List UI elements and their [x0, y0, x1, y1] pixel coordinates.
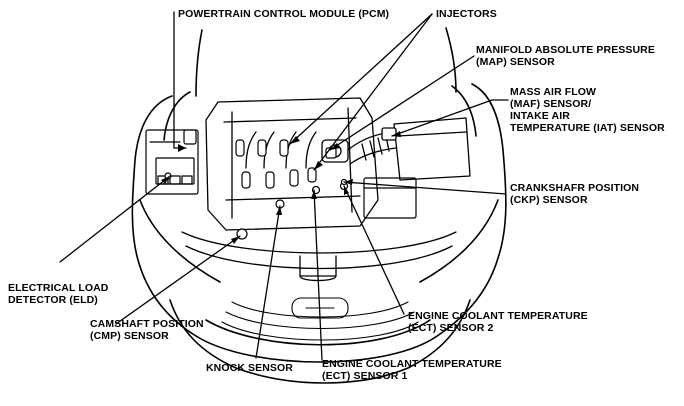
leader-maf — [391, 99, 509, 137]
leader-pcm — [173, 11, 187, 149]
label-knock-sensor: KNOCK SENSOR — [206, 362, 293, 374]
leader-cmp — [115, 235, 241, 325]
leader-map — [329, 55, 475, 151]
radiator-support — [181, 231, 457, 282]
leader-ckp — [343, 181, 507, 195]
engine-block — [205, 97, 379, 231]
leader-ect2 — [343, 185, 405, 315]
leader-injectors-2 — [313, 13, 433, 171]
label-ect2-sensor: ENGINE COOLANT TEMPERATURE (ECT) SENSOR … — [408, 310, 588, 334]
leader-arrows — [161, 131, 401, 244]
leader-knock — [255, 205, 281, 359]
leader-injectors-1 — [289, 13, 433, 145]
battery — [363, 177, 417, 219]
label-eld: ELECTRICAL LOAD DETECTOR (ELD) — [8, 282, 109, 306]
arrow-ect1 — [311, 190, 317, 199]
arrow-eld — [161, 176, 170, 184]
arrow-maf — [392, 131, 401, 137]
leader-eld — [59, 175, 171, 263]
arrow-map — [330, 143, 340, 150]
vehicle-body — [131, 27, 507, 384]
arrow-cmp — [231, 236, 240, 244]
label-ect1-sensor: ENGINE COOLANT TEMPERATURE (ECT) SENSOR … — [322, 358, 502, 382]
leader-lines — [59, 11, 509, 361]
label-ckp-sensor: CRANKSHAFR POSITION (CKP) SENSOR — [510, 182, 640, 206]
leader-ect1 — [313, 189, 323, 361]
air-intake-duct — [347, 117, 471, 181]
label-maf-iat-sensor: MASS AIR FLOW (MAF) SENSOR/ INTAKE AIR T… — [510, 86, 665, 134]
arrow-injectors-2 — [314, 161, 323, 170]
arrow-knock — [276, 206, 282, 215]
label-cmp-sensor: CAMSHAFT POSITION (CMP) SENSOR — [90, 318, 204, 342]
arrow-injectors-1 — [290, 136, 300, 144]
label-map-sensor: MANIFOLD ABSOLUTE PRESSURE (MAP) SENSOR — [476, 44, 655, 68]
arrow-ckp — [344, 179, 353, 185]
arrow-pcm — [178, 144, 186, 152]
fuse-box — [145, 129, 199, 195]
label-pcm: POWERTRAIN CONTROL MODULE (PCM) — [178, 8, 390, 20]
grille — [221, 297, 419, 341]
arrow-ect2 — [344, 186, 349, 195]
label-injectors: INJECTORS — [436, 8, 497, 20]
injector-group — [235, 139, 317, 189]
